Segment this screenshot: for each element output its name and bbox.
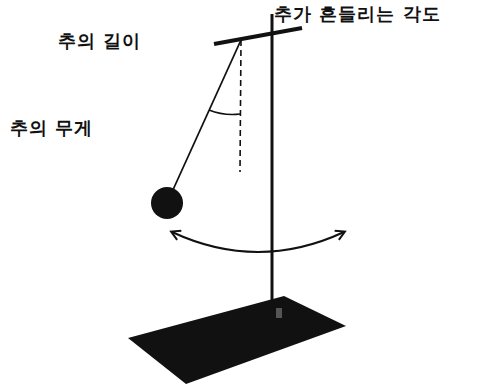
pendulum-string: [172, 40, 241, 192]
swing-arrow: [172, 232, 344, 252]
vertical-reference: [240, 40, 241, 172]
swing-angle-label: 추가 흔들리는 각도: [274, 3, 441, 25]
pendulum-bob: [151, 187, 183, 219]
length-label: 추의 길이: [58, 30, 141, 52]
stand-pole: [271, 14, 274, 312]
base-bolt: [276, 308, 282, 318]
crossbar: [214, 28, 302, 44]
weight-label: 추의 무게: [10, 117, 93, 139]
stand-base: [128, 296, 346, 384]
angle-arc: [209, 110, 240, 115]
